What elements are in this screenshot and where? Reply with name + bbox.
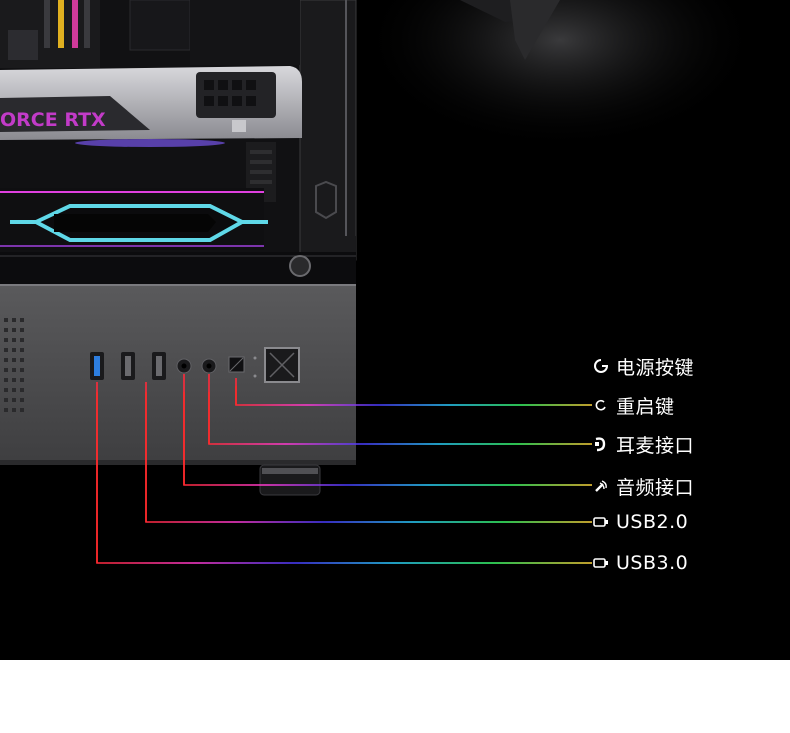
power-icon <box>594 359 609 373</box>
headphone-jack-label: 耳麦接口 <box>616 434 695 457</box>
usb2-port-2 <box>152 352 166 380</box>
label-usb2: USB2.0 <box>592 510 688 534</box>
usb2-port-1 <box>121 352 135 380</box>
usb3-port <box>90 352 104 380</box>
page-bottom-margin <box>0 660 790 733</box>
usb-icon <box>593 517 608 527</box>
usb-icon <box>593 558 608 568</box>
pc-case-illustration: ORCE RTX <box>0 0 760 564</box>
label-power-button: 电源按键 <box>592 354 695 379</box>
label-headphone-jack: 耳麦接口 <box>592 432 695 457</box>
label-reset-button: 重启键 <box>592 393 675 418</box>
reset-button-label: 重启键 <box>616 395 675 418</box>
audio-jack-label: 音频接口 <box>616 476 695 499</box>
reset-icon <box>595 399 606 411</box>
microphone-icon <box>595 480 607 492</box>
headphone-icon <box>595 437 606 452</box>
usb3-label: USB3.0 <box>616 552 689 574</box>
product-image: ORCE RTX <box>0 0 790 660</box>
power-button-label: 电源按键 <box>616 356 695 379</box>
label-audio-jack: 音频接口 <box>592 474 695 499</box>
usb2-label: USB2.0 <box>616 511 689 533</box>
gpu-logo: ORCE RTX <box>0 109 106 131</box>
label-usb3: USB3.0 <box>592 551 688 575</box>
